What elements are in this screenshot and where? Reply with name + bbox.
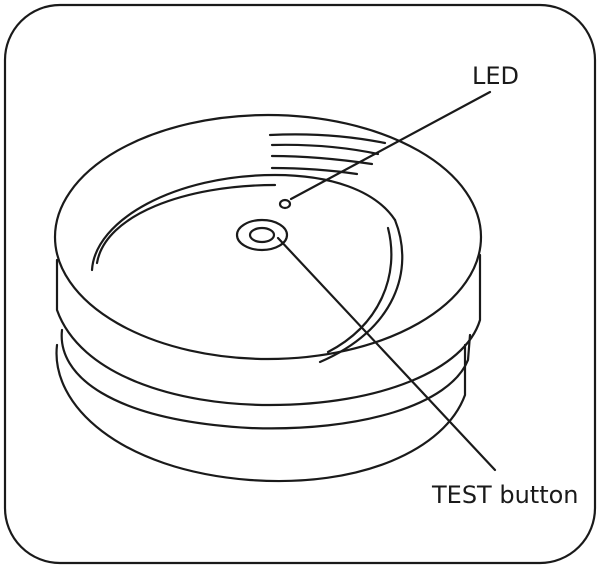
test-button-leader-line <box>276 236 497 472</box>
test-button-inner <box>248 226 276 244</box>
base-ring-lower <box>55 343 467 483</box>
base-ring-middle <box>60 328 472 430</box>
vent-line-3 <box>270 154 374 166</box>
test-button-label: TEST button <box>431 481 579 509</box>
inner-groove-inner-right <box>326 226 393 354</box>
test-button-outer <box>235 218 289 252</box>
inner-groove-inner-left <box>95 183 277 265</box>
detector-top-ellipse <box>53 113 483 361</box>
led-indicator <box>278 198 292 210</box>
diagram-frame <box>3 3 597 565</box>
vent-line-1 <box>268 133 387 145</box>
inner-groove-left <box>90 173 397 272</box>
vent-line-4 <box>270 166 359 176</box>
vent-line-2 <box>270 143 380 156</box>
led-label: LED <box>472 62 519 90</box>
led-leader-line <box>289 90 492 201</box>
body-band-bottom <box>55 253 482 407</box>
inner-groove-right <box>318 218 404 364</box>
